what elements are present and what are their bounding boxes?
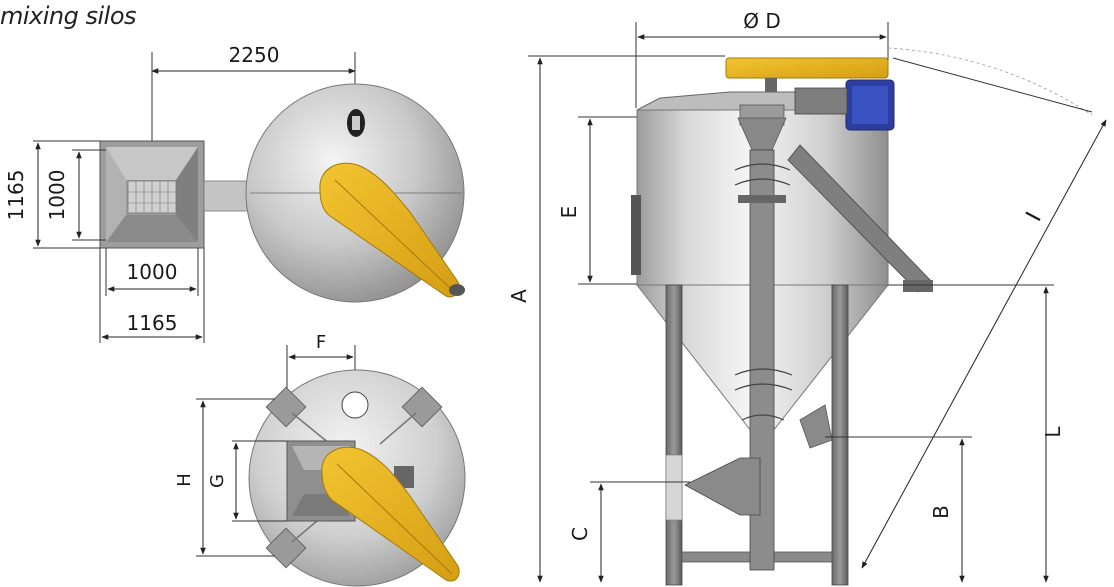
dim-1000-vertical: 1000 bbox=[45, 170, 69, 221]
inlet-hopper bbox=[684, 457, 761, 516]
dim-l: L bbox=[1041, 426, 1065, 438]
dim-d: Ø D bbox=[743, 9, 781, 33]
dim-a: A bbox=[507, 289, 531, 303]
silo-leg-right bbox=[831, 284, 849, 586]
top-view-silo-group: F G H bbox=[174, 332, 466, 587]
dim-i: I bbox=[1022, 208, 1047, 225]
diagram-title: mixing silos bbox=[0, 2, 137, 30]
dim-g: G bbox=[207, 474, 228, 488]
dim-h: H bbox=[174, 473, 195, 487]
side-view-group: Ø D A E bbox=[507, 9, 1107, 586]
top-view-hopper-group: 2250 1165 1000 1000 1165 bbox=[4, 43, 465, 343]
dim-e: E bbox=[557, 206, 581, 219]
dim-c: C bbox=[568, 527, 592, 541]
dim-b: B bbox=[929, 505, 953, 519]
auger-arm-side bbox=[725, 57, 889, 79]
side-hatch bbox=[631, 195, 641, 275]
silo-leg-left bbox=[665, 284, 683, 586]
dim-f: F bbox=[316, 332, 326, 353]
dim-1165-vertical: 1165 bbox=[4, 170, 28, 221]
dim-2250: 2250 bbox=[229, 43, 280, 67]
dim-1165-horizontal: 1165 bbox=[127, 311, 178, 335]
manhole-icon-2 bbox=[341, 391, 369, 419]
dim-1000-horizontal: 1000 bbox=[127, 260, 178, 284]
